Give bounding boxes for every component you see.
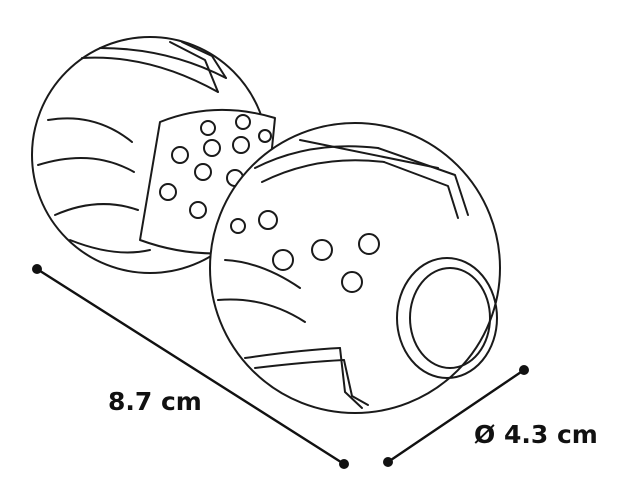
length-dimension: 8.7 cm xyxy=(32,264,349,469)
treat-opening xyxy=(396,257,498,379)
diameter-start-dot xyxy=(383,457,393,467)
length-label: 8.7 cm xyxy=(108,387,202,416)
length-end-dot xyxy=(339,459,349,469)
diameter-end-dot xyxy=(519,365,529,375)
connector-dots xyxy=(159,114,272,223)
diameter-dimension: Ø 4.3 cm xyxy=(383,365,598,467)
right-ball xyxy=(209,122,501,414)
ball-dots xyxy=(230,210,380,293)
length-start-dot xyxy=(32,264,42,274)
diameter-label: Ø 4.3 cm xyxy=(474,420,598,449)
